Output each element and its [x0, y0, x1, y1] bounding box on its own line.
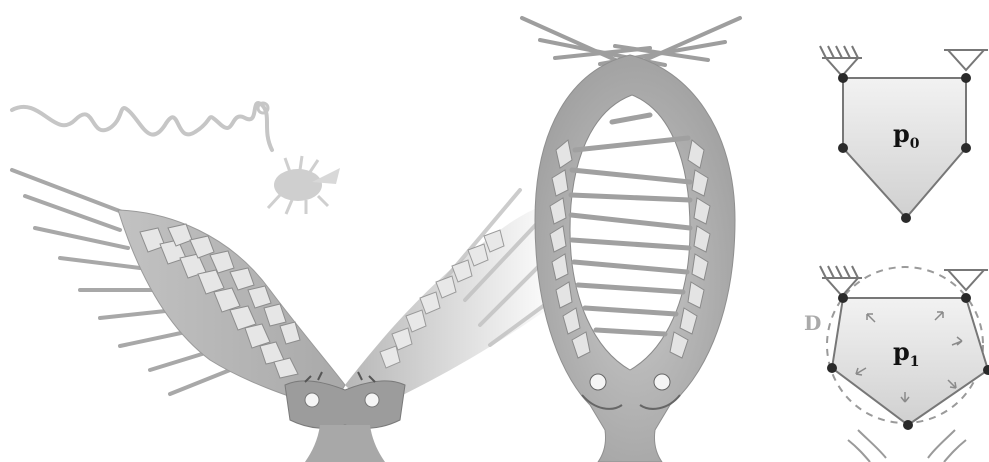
support-left-icon-2	[820, 266, 862, 296]
closed-trigger-hair-left	[590, 374, 606, 390]
fly-trajectory-line	[12, 103, 272, 150]
support-right-icon	[944, 50, 988, 70]
open-venus-flytrap	[12, 103, 565, 462]
fly-icon	[268, 156, 340, 214]
support-left-icon	[820, 46, 862, 76]
polygon-p0-diagram: p0	[820, 46, 988, 223]
closed-venus-flytrap	[522, 18, 740, 462]
stem	[305, 425, 385, 462]
midrib	[285, 381, 405, 428]
trigger-hair-right	[365, 393, 379, 407]
label-domain: D	[804, 311, 821, 335]
polygon-p0	[843, 78, 966, 218]
trigger-hair-left	[305, 393, 319, 407]
closed-trigger-hair-right	[654, 374, 670, 390]
stem-lines-p1	[848, 430, 966, 462]
support-right-icon-2	[944, 270, 988, 290]
polygon-p1-diagram: p1 D	[804, 266, 989, 462]
